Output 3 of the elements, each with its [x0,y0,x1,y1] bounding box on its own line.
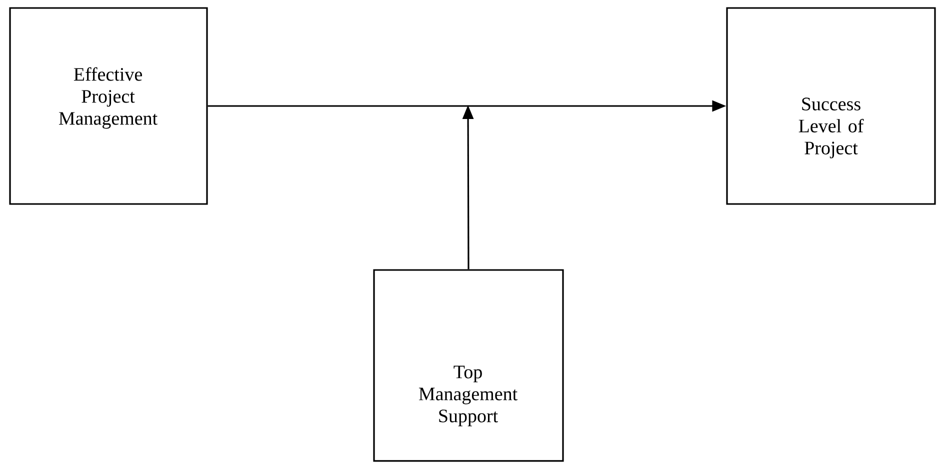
process-box: Top Management Support [373,269,564,462]
process-box: Success Level of Project [726,7,936,205]
process-box: Effective Project Management [9,7,208,205]
